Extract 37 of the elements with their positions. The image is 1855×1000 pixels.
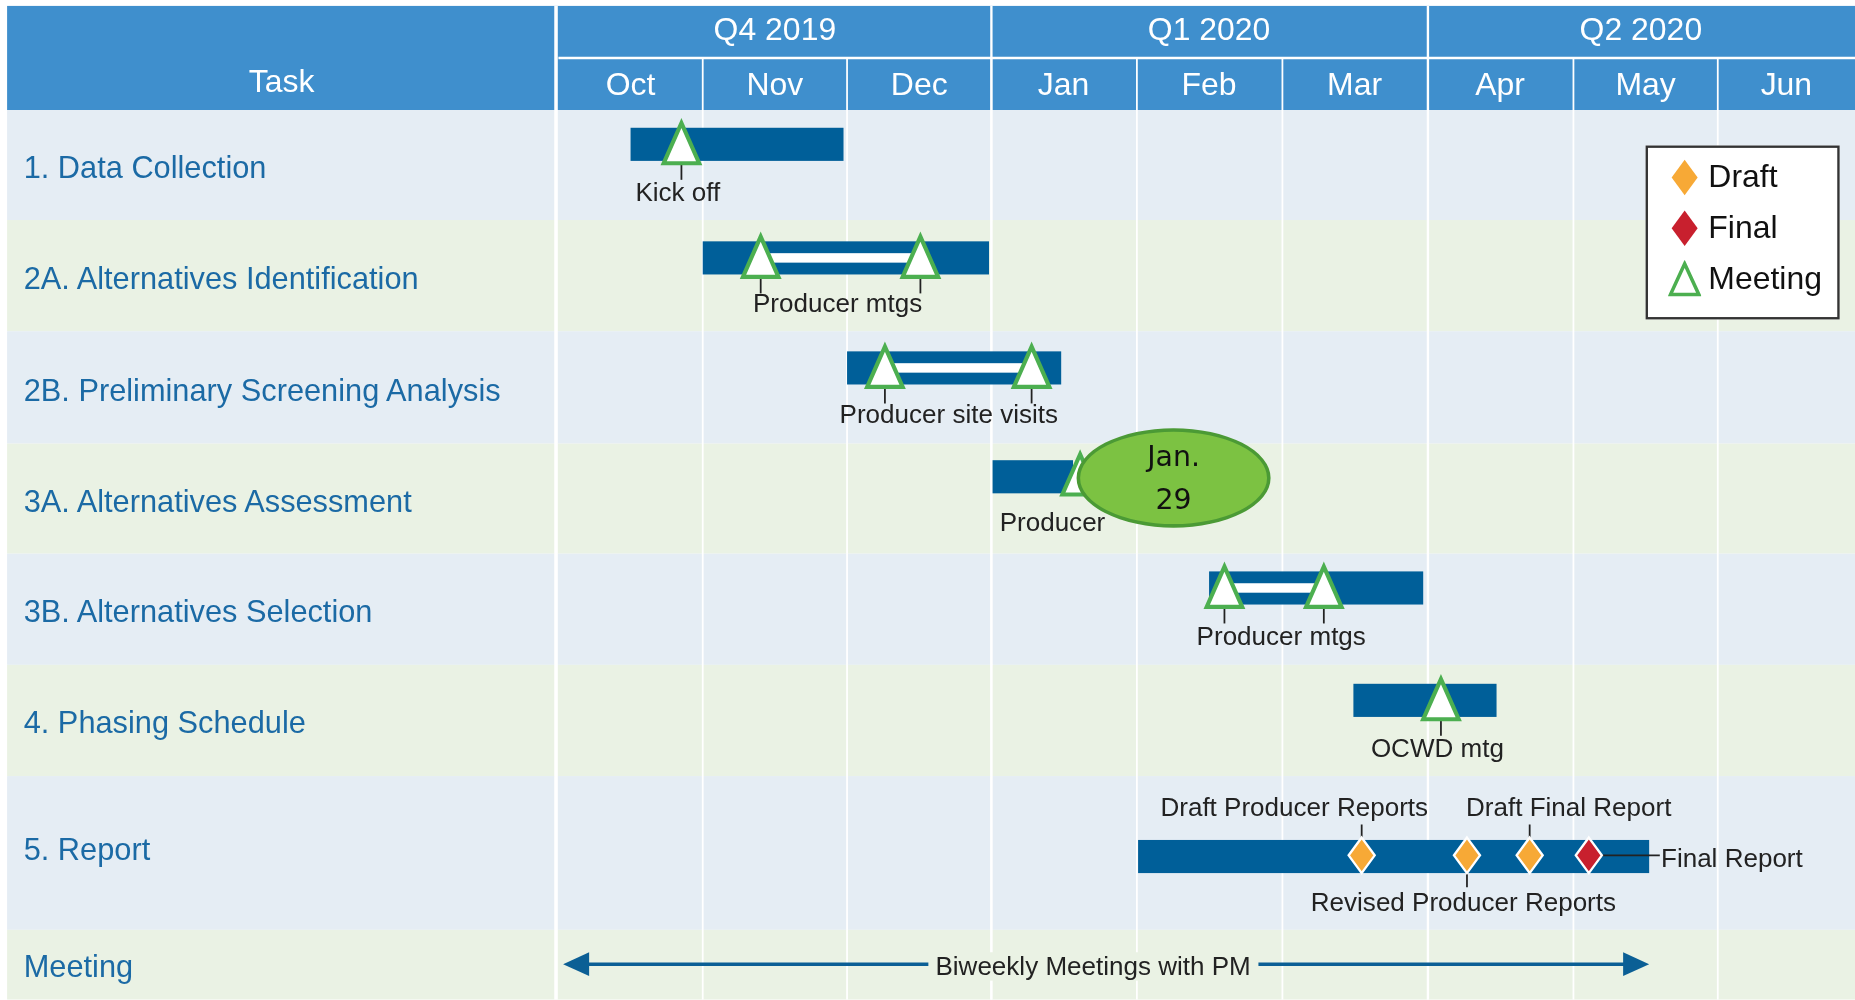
task-name: 4. Phasing Schedule (23, 705, 306, 740)
header-text: Mar (1327, 67, 1383, 103)
task-name: 3B. Alternatives Selection (23, 594, 373, 629)
header-text: Jun (1760, 67, 1813, 103)
header-text: Task (248, 65, 315, 101)
milestone-label: Producer mtgs (752, 289, 923, 319)
milestone-label: Producer (999, 508, 1106, 538)
header-text: Feb (1181, 67, 1237, 103)
header-text: Q1 2020 (1147, 13, 1271, 49)
header-text: Oct (605, 67, 656, 103)
legend-label: Meeting (1708, 261, 1822, 297)
milestone-label: Draft Final Report (1466, 793, 1672, 823)
header-text: Apr (1475, 67, 1525, 103)
task-name: 2A. Alternatives Identification (23, 262, 419, 297)
task-name: 5. Report (23, 832, 151, 867)
milestone-label: Producer site visits (839, 400, 1058, 430)
task-name: 2B. Preliminary Screening Analysis (23, 373, 501, 408)
header-text: Q2 2020 (1579, 13, 1703, 49)
task-name: 3A. Alternatives Assessment (23, 484, 412, 519)
header-text: Nov (746, 67, 804, 103)
milestone-label: Revised Producer Reports (1310, 888, 1617, 917)
task-bar (992, 460, 1073, 494)
task-name: 1. Data Collection (23, 151, 267, 185)
timeline-note: Biweekly Meetings with PM (928, 952, 1258, 981)
date-text: Jan. 29 (1144, 439, 1201, 518)
legend-label: Draft (1708, 159, 1778, 195)
header-text: Jan (1037, 67, 1090, 103)
task-name: Meeting (23, 949, 134, 984)
header-text: Q4 2019 (713, 13, 837, 49)
legend-label: Final (1708, 210, 1778, 246)
milestone-label: Kick off (635, 178, 721, 208)
header-text: Dec (890, 67, 948, 103)
milestone-label: OCWD mtg (1370, 734, 1504, 764)
milestone-label: Producer mtgs (1196, 622, 1366, 651)
milestone-label: Draft Producer Reports (1160, 793, 1429, 823)
header-text: May (1615, 67, 1676, 103)
milestone-label: Final Report (1661, 844, 1803, 874)
